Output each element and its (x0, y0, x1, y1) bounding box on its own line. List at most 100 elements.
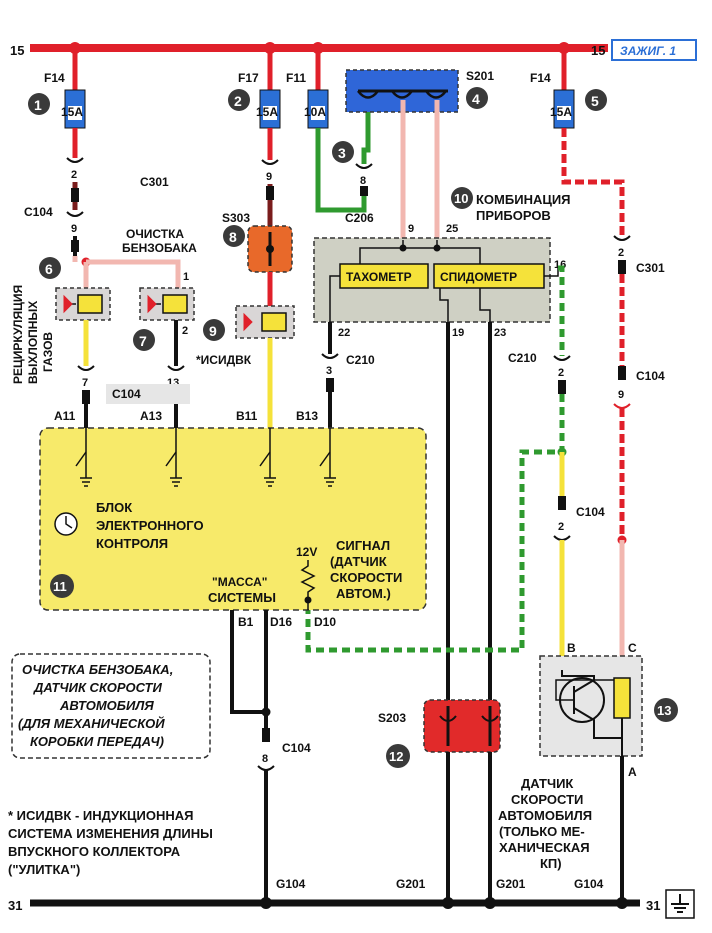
splice-s203-arc (439, 715, 499, 722)
footnote-line-2: СИСТЕМА ИЗМЕНЕНИЯ ДЛИНЫ (8, 826, 213, 841)
wire-green-white (558, 265, 565, 356)
signal-label-2: (ДАТЧИК (330, 554, 387, 569)
c301-right-label: C301 (636, 261, 665, 275)
svg-text:13: 13 (657, 703, 671, 718)
transistor-collector (561, 670, 595, 693)
purge-title-1: ОЧИСТКА (126, 227, 184, 241)
connector-c301-right-arc (613, 235, 631, 241)
ground-node (484, 897, 496, 909)
callout-2: 2 (228, 89, 250, 111)
connector-c104-bottom-body (262, 728, 270, 742)
signal-label-1: СИГНАЛ (336, 538, 390, 553)
connector-c301-mid-arc (261, 159, 279, 165)
pin-25: 25 (446, 223, 458, 235)
speedometer (433, 263, 545, 289)
sensor-label-2: СКОРОСТИ (511, 792, 583, 807)
fuse-f14-left-window (68, 106, 82, 120)
sensor-label-6: КП) (540, 856, 562, 871)
fuse-f14-right-rating: 15A (550, 105, 572, 119)
callout-6: 6 (39, 257, 61, 279)
callout-8: 8 (223, 225, 245, 247)
tachometer (339, 263, 429, 289)
callout-12: 12 (386, 744, 410, 768)
ignition-tag: ЗАЖИГ. 1 (620, 44, 676, 58)
connector-c104-left-arc (66, 211, 84, 217)
connector-c104-speed-arc (553, 535, 571, 541)
fuse-f17-rating: 15A (256, 105, 278, 119)
caption-line-5: КОРОБКИ ПЕРЕДАЧ) (30, 734, 164, 749)
egr-label-3: ГАЗОВ (41, 332, 55, 372)
fuse-f11-name: F11 (286, 71, 306, 85)
pin-2e: 2 (558, 521, 564, 533)
egr-coil (77, 294, 103, 314)
connector-c206-arc (355, 163, 373, 169)
svg-text:5: 5 (591, 93, 599, 109)
connector-c104-right-body (618, 366, 626, 380)
caption-line-1: ОЧИСТКА БЕНЗОБАКА, (22, 662, 173, 677)
callout-7: 7 (133, 329, 155, 351)
cluster-label-1: КОМБИНАЦИЯ (476, 192, 571, 207)
mass-label-1: "МАССА" (212, 575, 267, 589)
footnote-line-3: ВПУСКНОГО КОЛЛЕКТОРА (8, 844, 181, 859)
connector-c301-mid-body (266, 186, 274, 200)
bus-label-left: 15 (10, 43, 24, 58)
isidvk-label: *ИСИДВК (196, 353, 252, 367)
g201-a-label: G201 (396, 877, 426, 891)
svg-text:11: 11 (53, 579, 67, 594)
ecm-pin-b13: B13 (296, 409, 318, 423)
wire-red-white (561, 128, 625, 236)
connector-c301-left-arc (66, 157, 84, 163)
ecm-switch-stub (165, 451, 177, 467)
svg-text:10: 10 (454, 191, 468, 206)
signal-label-4: АВТОМ.) (336, 586, 391, 601)
cluster-node (433, 244, 441, 252)
ignition-tag-box (611, 39, 697, 61)
cluster-node (399, 244, 407, 252)
svg-text:9: 9 (209, 323, 217, 339)
connector-c210-right-body (558, 380, 566, 394)
g201-b-label: G201 (496, 877, 526, 891)
s303-label: S303 (222, 211, 250, 225)
svg-text:7: 7 (139, 333, 147, 349)
sensor-label-3: АВТОМОБИЛЯ (498, 808, 592, 823)
callout-11: 11 (50, 574, 74, 598)
connector-c104-left-body (71, 240, 79, 252)
fuse-f14-left-name: F14 (44, 71, 65, 85)
sensor-label-4: (ТОЛЬКО МЕ- (499, 824, 585, 839)
callout-13: 13 (654, 698, 678, 722)
connector-c210-mid-body (326, 378, 334, 392)
ground-icon (671, 894, 689, 913)
c104-right-label: C104 (636, 369, 665, 383)
ground-node (442, 897, 454, 909)
c104-speed-label: C104 (576, 505, 605, 519)
fuse-f11-window (311, 106, 325, 120)
s203-label: S203 (378, 711, 406, 725)
ecm-label-2: ЭЛЕКТРОННОГО (96, 518, 204, 533)
splice-s303-dot (266, 245, 274, 253)
fuse-f14-right-name: F14 (530, 71, 551, 85)
egr-label-1: РЕЦИРКУЛЯЦИЯ (11, 285, 25, 384)
cluster-label-2: ПРИБОРОВ (476, 208, 551, 223)
caption-line-3: АВТОМОБИЛЯ (59, 698, 154, 713)
wire-green-white (305, 394, 565, 653)
c104-left-label: C104 (24, 205, 53, 219)
fuse-f11-rating: 10A (304, 105, 326, 119)
pin-1: 1 (183, 271, 189, 283)
svg-text:1: 1 (34, 97, 42, 113)
signal-label-3: СКОРОСТИ (330, 570, 402, 585)
ground-node (616, 897, 628, 909)
c301-left-label: C301 (140, 175, 169, 189)
connector-c104-bottom-arc (257, 765, 275, 771)
connector-c104-mid-arc-b (167, 365, 185, 371)
ground-node (260, 897, 272, 909)
pin-9c: 9 (408, 223, 414, 235)
egr-label-2: ВЫХЛОПНЫХ (26, 301, 40, 384)
ecm-label-1: БЛОК (96, 500, 132, 515)
callout-4: 4 (466, 87, 488, 109)
bus-label-bottom-right: 31 (646, 898, 660, 913)
callout-5: 5 (585, 89, 607, 111)
ecm-label-3: КОНТРОЛЯ (96, 536, 168, 551)
wire-green (315, 128, 367, 213)
svg-text:4: 4 (472, 91, 480, 107)
